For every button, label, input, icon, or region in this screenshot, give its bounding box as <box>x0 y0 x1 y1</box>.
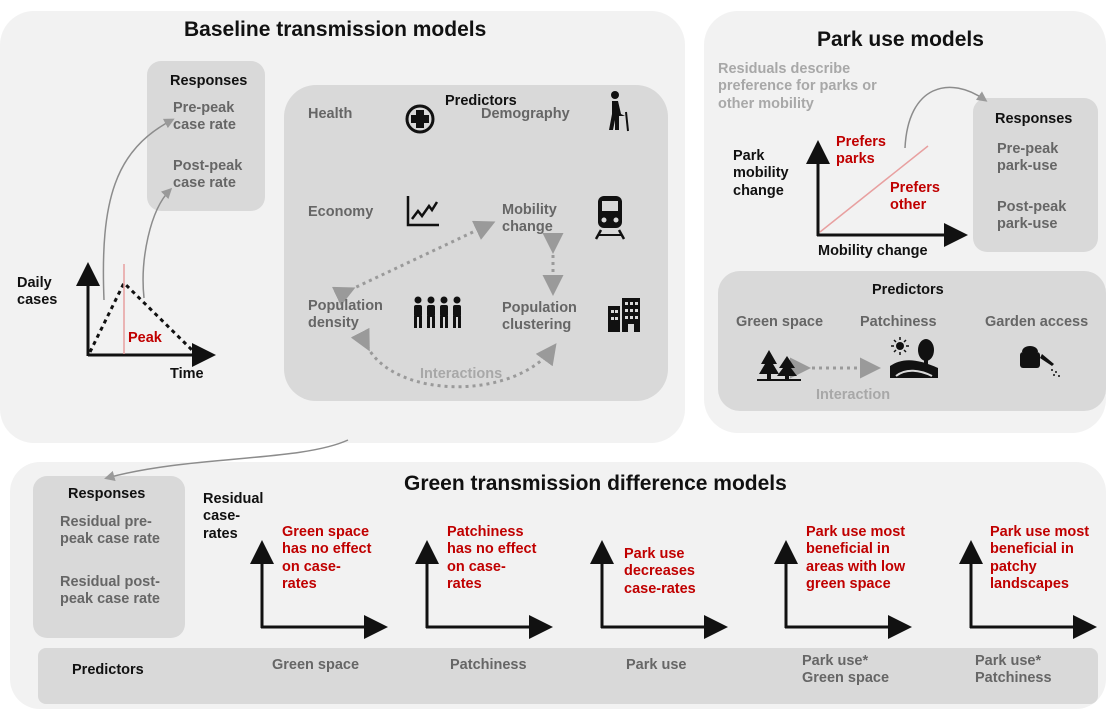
green-predictor-patchiness: Patchiness <box>450 657 527 673</box>
chart-ylabel: Daily cases <box>17 275 58 309</box>
baseline-responses-box <box>147 61 265 211</box>
park-residual-note: Residuals describe preference for parks … <box>718 61 877 112</box>
green-responses-header: Responses <box>68 486 146 502</box>
hypothesis-axes <box>250 540 1097 639</box>
park-predictor-interaction: Interaction <box>816 387 891 403</box>
park-use-title: Park use models <box>817 28 984 51</box>
park-predictor-green: Green space <box>736 314 824 330</box>
baseline-title: Baseline transmission models <box>184 18 487 41</box>
green-predictors-strip <box>38 648 1098 704</box>
park-predictor-garden: Garden access <box>985 314 1089 330</box>
peak-label: Peak <box>128 330 162 346</box>
hypothesis-green-space: Green space has no effect on case-rates <box>282 524 372 593</box>
demography-icon <box>609 91 629 132</box>
hypothesis-park-use: Park use decreases case-rates <box>624 546 696 597</box>
hypothesis-patchiness: Patchiness has no effect on case-rates <box>447 524 537 593</box>
predictor-density: Population density <box>308 298 383 332</box>
hypothesis-park-use-patchiness: Park use most beneficial in patchy lands… <box>990 524 1090 593</box>
baseline-response-pre-peak: Pre-peak case rate <box>173 100 236 134</box>
predictor-clustering: Population clustering <box>502 300 577 334</box>
hypothesis-park-use-green: Park use most beneficial in areas with l… <box>806 524 906 593</box>
green-predictor-park-use: Park use <box>626 657 687 673</box>
green-title: Green transmission difference models <box>404 472 787 495</box>
baseline-predictors-header: Predictors <box>445 93 517 109</box>
park-predictors-header: Predictors <box>872 282 944 298</box>
watering-can-icon <box>1020 346 1060 377</box>
buildings-icon <box>608 298 640 332</box>
park-predictors-box <box>718 271 1106 411</box>
predictor-health: Health <box>308 106 353 122</box>
baseline-interaction-arrows <box>331 220 564 389</box>
prefers-other-label: Prefers other <box>890 180 940 214</box>
park-responses-header: Responses <box>995 111 1073 127</box>
predictor-interactions: Interactions <box>420 366 503 382</box>
green-response-post-peak: Residual post-peak case rate <box>60 574 160 608</box>
economy-chart-icon <box>406 196 439 227</box>
baseline-to-green-connector <box>104 439 349 482</box>
chart-xlabel: Time <box>170 366 204 382</box>
daily-cases-chart <box>76 118 216 367</box>
park-use-axes <box>806 86 988 247</box>
baseline-responses-header: Responses <box>170 73 248 89</box>
crowd-icon <box>414 296 461 328</box>
predictor-mobility: Mobility change <box>502 202 557 236</box>
green-response-pre-peak: Residual pre-peak case rate <box>60 514 160 548</box>
park-response-pre-peak: Pre-peak park-use <box>997 141 1059 175</box>
predictor-demography: Demography <box>481 106 570 122</box>
patchy-landscape-icon <box>890 337 938 378</box>
green-predictors-label: Predictors <box>72 662 144 678</box>
green-predictor-park-use-patchiness: Park use* Patchiness <box>975 653 1052 687</box>
green-predictor-park-use-green: Park use* Green space <box>802 653 890 687</box>
park-response-post-peak: Post-peak park-use <box>997 199 1067 233</box>
health-icon <box>405 104 435 134</box>
park-xlabel: Mobility change <box>818 243 928 259</box>
prefers-parks-label: Prefers parks <box>836 134 886 168</box>
predictor-economy: Economy <box>308 204 374 220</box>
green-predictor-green-space: Green space <box>272 657 360 673</box>
park-responses-box <box>973 98 1098 252</box>
park-predictor-patchiness: Patchiness <box>860 314 937 330</box>
train-icon <box>594 196 626 240</box>
trees-icon <box>757 350 801 381</box>
green-responses-box <box>33 476 185 638</box>
green-ylabel: Residual case-rates <box>203 491 264 542</box>
baseline-response-post-peak: Post-peak case rate <box>173 158 243 192</box>
park-ylabel: Park mobility change <box>733 148 789 199</box>
